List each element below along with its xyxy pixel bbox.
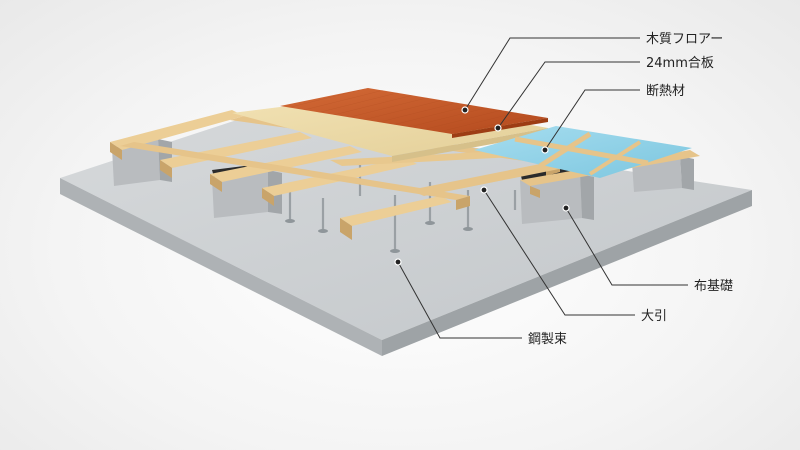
leader-insulation bbox=[544, 89, 640, 151]
leader-plywood bbox=[497, 61, 640, 129]
label-insulation: 断熱材 bbox=[646, 84, 685, 99]
dot-ohbiki bbox=[480, 186, 488, 194]
dot-insulation bbox=[541, 146, 549, 154]
steel-post-bases bbox=[285, 219, 473, 253]
leader-foundation bbox=[565, 207, 688, 286]
leader-dots bbox=[394, 106, 570, 266]
leader-ohbiki bbox=[483, 189, 635, 316]
label-steel-post: 鋼製束 bbox=[528, 332, 567, 347]
label-ohbiki: 大引 bbox=[641, 309, 667, 324]
leader-lines bbox=[397, 37, 688, 339]
dot-plywood bbox=[494, 124, 502, 132]
insulation-panels bbox=[474, 126, 692, 178]
dot-steel-post bbox=[394, 258, 402, 266]
leader-steel-post bbox=[397, 261, 522, 339]
label-wood-flooring: 木質フロアー bbox=[646, 32, 723, 47]
dot-wood-flooring bbox=[461, 106, 469, 114]
leader-wood-flooring bbox=[464, 37, 640, 111]
dot-foundation bbox=[562, 204, 570, 212]
label-foundation: 布基礎 bbox=[694, 279, 733, 294]
label-plywood: 24mm合板 bbox=[646, 56, 714, 71]
